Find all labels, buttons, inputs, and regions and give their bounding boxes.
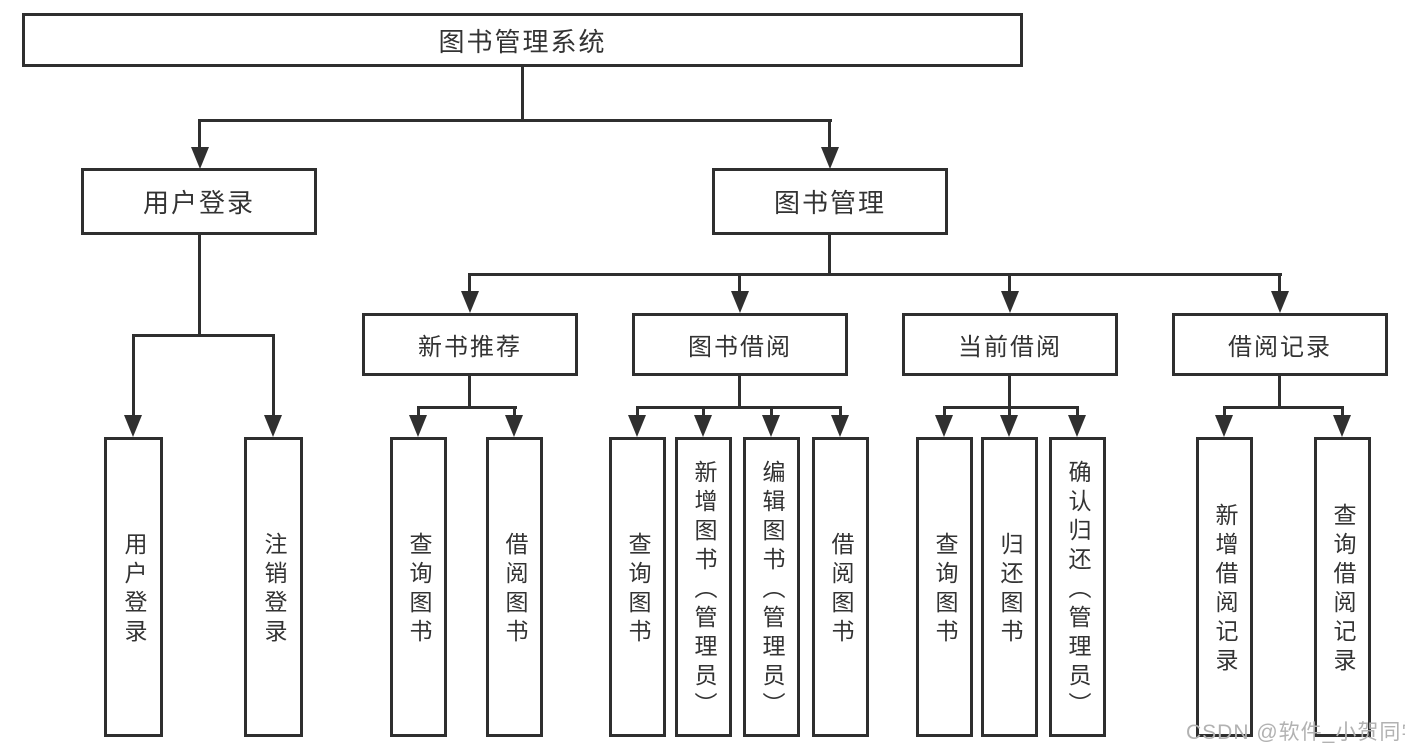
connector-line <box>198 119 201 149</box>
leaf-edit-book-admin: 编辑图书（管理员） <box>743 437 800 737</box>
connector-line <box>521 66 524 121</box>
connector-line <box>1076 406 1079 417</box>
node-new-book-recommend: 新书推荐 <box>362 313 578 376</box>
connector-line <box>272 334 275 417</box>
connector-arrow-icon <box>1333 415 1351 437</box>
connector-line <box>1008 273 1011 293</box>
connector-line <box>198 235 201 336</box>
leaf-query-books-borrow: 查询图书 <box>609 437 666 737</box>
connector-line <box>417 406 420 417</box>
leaf-query-books-recommend: 查询图书 <box>390 437 447 737</box>
connector-arrow-icon <box>409 415 427 437</box>
connector-arrow-icon <box>461 291 479 313</box>
connector-line <box>828 235 831 275</box>
connector-line <box>636 406 841 409</box>
node-borrow-records: 借阅记录 <box>1172 313 1388 376</box>
connector-arrow-icon <box>935 415 953 437</box>
connector-line <box>1278 273 1281 293</box>
connector-line <box>839 406 842 417</box>
leaf-borrow-book: 借阅图书 <box>812 437 869 737</box>
connector-line <box>198 119 832 122</box>
node-library-system: 图书管理系统 <box>22 13 1023 67</box>
connector-arrow-icon <box>1215 415 1233 437</box>
connector-line <box>738 376 741 408</box>
node-user-login: 用户登录 <box>81 168 317 235</box>
connector-arrow-icon <box>124 415 142 437</box>
connector-line <box>468 273 471 293</box>
connector-line <box>132 334 135 417</box>
connector-arrow-icon <box>1001 291 1019 313</box>
connector-arrow-icon <box>821 147 839 169</box>
node-book-management: 图书管理 <box>712 168 948 235</box>
connector-line <box>1008 376 1011 408</box>
connector-line <box>1223 406 1344 409</box>
connector-arrow-icon <box>1068 415 1086 437</box>
connector-arrow-icon <box>762 415 780 437</box>
connector-arrow-icon <box>264 415 282 437</box>
connector-line <box>738 273 741 293</box>
connector-arrow-icon <box>628 415 646 437</box>
connector-arrow-icon <box>731 291 749 313</box>
leaf-logout: 注销登录 <box>244 437 303 737</box>
connector-line <box>468 376 471 408</box>
connector-line <box>828 119 831 149</box>
node-book-borrow: 图书借阅 <box>632 313 848 376</box>
leaf-confirm-return-admin: 确认归还（管理员） <box>1049 437 1106 737</box>
connector-arrow-icon <box>505 415 523 437</box>
leaf-query-books-current: 查询图书 <box>916 437 973 737</box>
connector-line <box>943 406 946 417</box>
connector-line <box>417 406 517 409</box>
connector-line <box>1341 406 1344 417</box>
connector-arrow-icon <box>831 415 849 437</box>
node-current-borrow: 当前借阅 <box>902 313 1118 376</box>
connector-line <box>1223 406 1226 417</box>
leaf-user-login: 用户登录 <box>104 437 163 737</box>
connector-line <box>770 406 773 417</box>
leaf-borrow-book-recommend: 借阅图书 <box>486 437 543 737</box>
connector-arrow-icon <box>1271 291 1289 313</box>
connector-line <box>513 406 516 417</box>
leaf-add-borrow-record: 新增借阅记录 <box>1196 437 1253 737</box>
leaf-add-book-admin: 新增图书（管理员） <box>675 437 732 737</box>
connector-line <box>702 406 705 417</box>
connector-line <box>132 334 275 337</box>
connector-line <box>1008 406 1011 417</box>
connector-arrow-icon <box>1000 415 1018 437</box>
connector-line <box>636 406 639 417</box>
leaf-return-book: 归还图书 <box>981 437 1038 737</box>
connector-arrow-icon <box>694 415 712 437</box>
connector-line <box>468 273 1282 276</box>
connector-arrow-icon <box>191 147 209 169</box>
watermark: CSDN @软件_小贺同学 <box>1186 721 1405 744</box>
connector-line <box>1278 376 1281 408</box>
leaf-query-borrow-record: 查询借阅记录 <box>1314 437 1371 737</box>
